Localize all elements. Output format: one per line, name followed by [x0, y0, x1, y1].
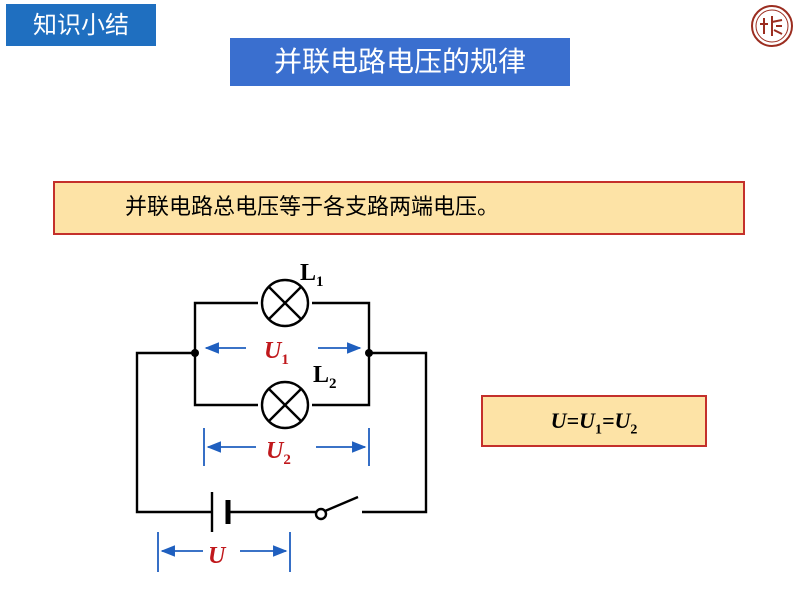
u-label: U — [208, 543, 227, 569]
wire-bottom-branch — [193, 353, 371, 407]
wire-outer-right — [362, 351, 428, 514]
junction-left — [191, 349, 199, 357]
circuit-diagram: L1 L2 U1 U2 U — [135, 260, 428, 572]
switch-icon — [314, 495, 359, 521]
u1-label: U1 — [264, 338, 289, 368]
formula-u2-sub: 2 — [630, 422, 638, 438]
formula-u2: U — [614, 408, 631, 433]
wire-outer-left — [135, 351, 211, 514]
junction-right — [365, 349, 373, 357]
formula-u1-sub: 1 — [594, 422, 602, 438]
section-tag: 知识小结 — [6, 4, 156, 46]
u2-label: U2 — [266, 438, 291, 468]
formula-u1: U — [579, 408, 595, 433]
formula-u: U — [550, 408, 567, 433]
lamp-l2-label: L2 — [313, 362, 337, 392]
u-arrows — [157, 532, 291, 572]
slide-title: 并联电路电压的规律 — [230, 38, 570, 86]
battery-icon — [210, 492, 231, 532]
lamp-l1-label: L1 — [300, 260, 324, 290]
formula-box: U=U1=U2 — [481, 395, 707, 447]
seal-icon — [751, 5, 793, 47]
wire-top-branch — [193, 301, 371, 353]
u2-arrows — [203, 428, 370, 466]
lamp-l1-icon — [260, 278, 310, 328]
lamp-l2-icon — [260, 380, 310, 430]
conclusion-box: 并联电路总电压等于各支路两端电压。 — [53, 181, 745, 235]
